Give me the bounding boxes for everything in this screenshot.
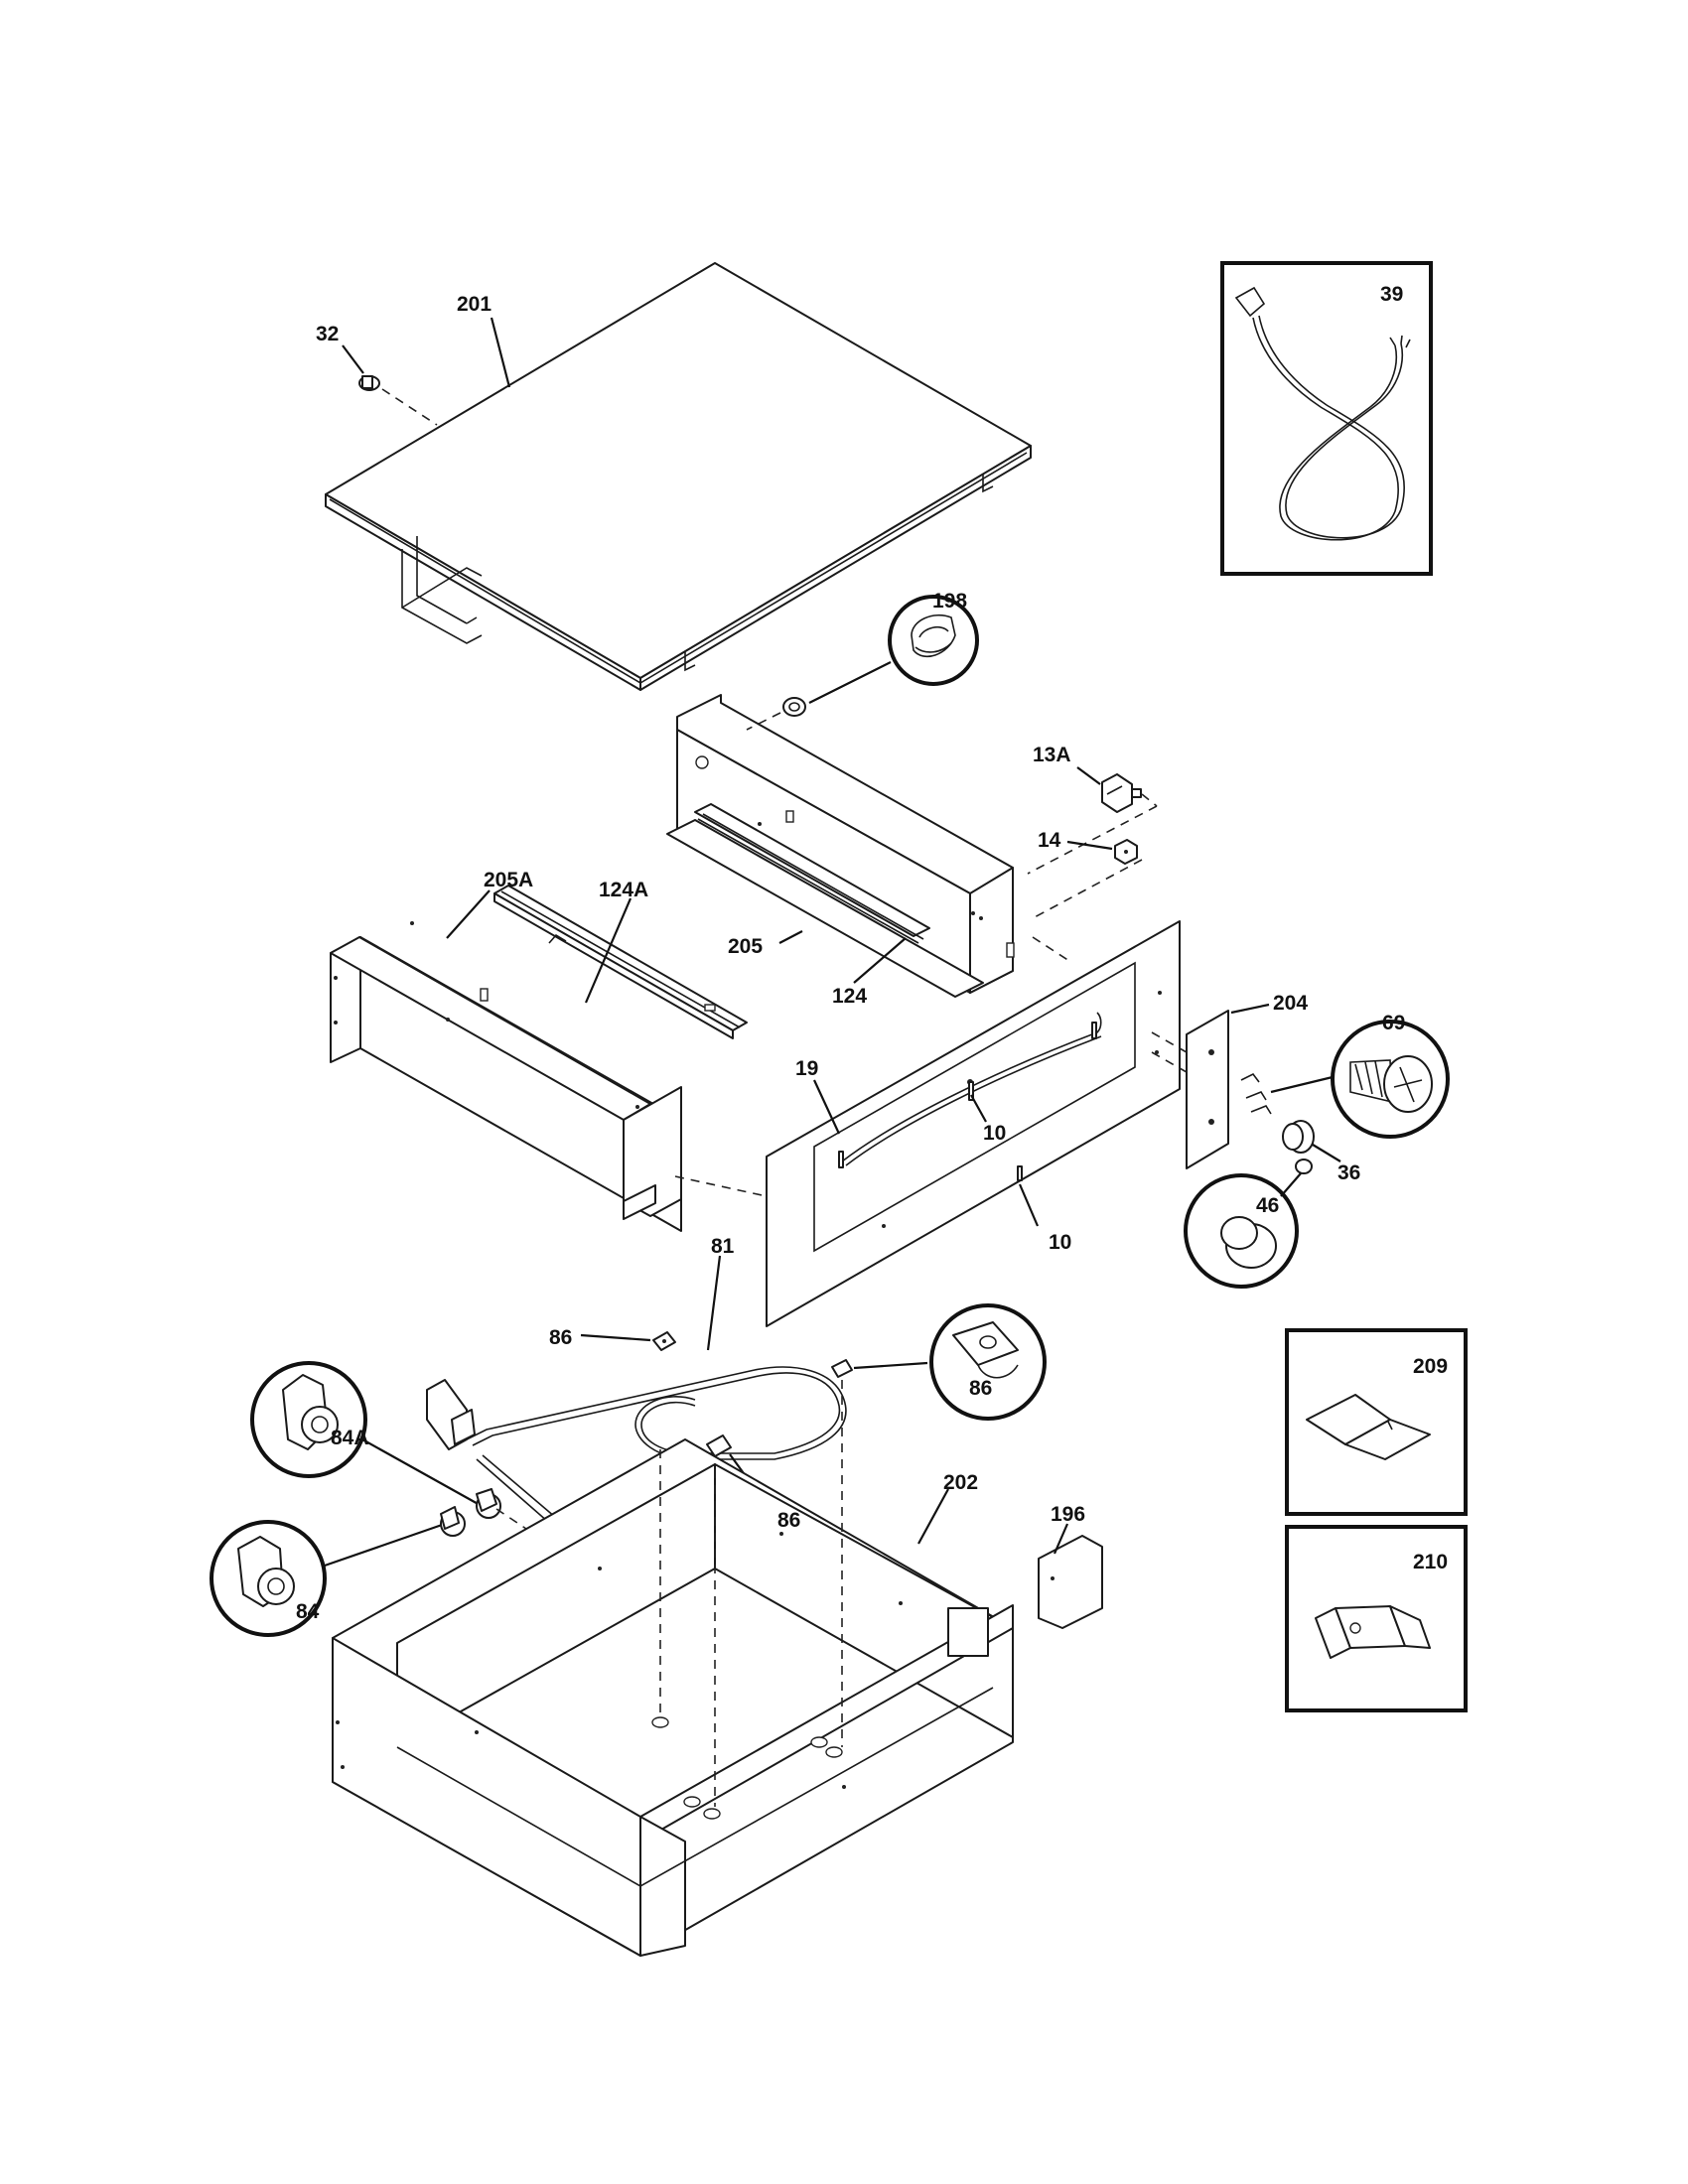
leader-36 [1312,1144,1341,1162]
callout-209: 209 [1413,1355,1448,1378]
leader-81 [706,1255,722,1351]
leader-205 [778,930,803,944]
callout-210: 210 [1413,1551,1448,1573]
callout-202: 202 [943,1471,978,1494]
callout-13A: 13A [1033,744,1071,766]
screw-69-detail [1331,1020,1450,1139]
leader-32 [342,344,364,374]
leader-205A [446,889,491,939]
callout-32: 32 [316,323,339,345]
callout-10b: 10 [1049,1231,1071,1254]
bracket-210-box [1285,1525,1468,1712]
leader-10a [970,1094,987,1123]
clip-86-b [831,1359,853,1378]
clip-86-a [652,1331,676,1351]
leader-46 [1280,1172,1302,1197]
callout-39: 39 [1380,283,1403,306]
leader-202 [917,1488,949,1545]
callout-201: 201 [457,293,492,316]
leader-86b [853,1361,928,1370]
callout-204: 204 [1273,992,1308,1015]
leader-204 [1230,1003,1270,1015]
leader-19 [813,1079,840,1135]
panel-dash-1 [674,1175,768,1197]
leader-84A [361,1438,483,1507]
leader-14 [1066,840,1113,851]
rail-124A [493,885,748,1039]
callout-14: 14 [1038,829,1061,852]
bracket-204 [1151,1010,1229,1169]
callout-86b: 86 [969,1377,992,1400]
leader-69 [1270,1075,1334,1094]
side-panel-205A [330,921,682,1232]
panel-dash-2 [1032,936,1073,964]
thermostat-84-detail [210,1520,327,1637]
control-panel-19 [766,920,1181,1327]
switch-14 [1114,839,1138,865]
bracket-209-box [1285,1328,1468,1516]
thermostat-84 [440,1506,466,1537]
callout-196: 196 [1051,1503,1085,1526]
leader-124 [853,937,907,984]
leader-14-dash [1032,859,1143,919]
callout-124: 124 [832,985,867,1008]
screws-69-small [1240,1072,1272,1115]
knob-36 [1282,1120,1315,1154]
callout-10a: 10 [983,1122,1006,1145]
leader-198 [808,661,892,704]
callout-86c: 86 [777,1509,800,1532]
leader-13A-dash2 [1027,805,1158,875]
control-box-205 [666,694,1015,998]
callout-69: 69 [1382,1012,1405,1034]
leader-13A-dash [1141,793,1158,807]
switch-13A [1101,773,1142,813]
callout-205: 205 [728,935,763,958]
grommet-198 [782,697,806,717]
clip-86-detail [929,1303,1047,1421]
screw-32 [358,375,380,391]
button-46 [1295,1159,1313,1174]
base-box-202 [332,1438,1014,1957]
power-cord-box-39 [1220,261,1433,576]
callout-86a: 86 [549,1326,572,1349]
leader-196 [1053,1523,1069,1555]
leader-124A [584,897,633,1004]
thermostat-84A-detail [250,1361,367,1478]
callout-205A: 205A [484,869,533,891]
leader-10b [1018,1183,1040,1227]
leader-198-dash [746,712,781,731]
leader-86a [580,1333,651,1342]
callout-84: 84 [296,1600,320,1623]
leader-84 [324,1522,446,1568]
callout-124A: 124A [599,879,648,901]
heating-element-81 [426,1366,847,1541]
callout-46: 46 [1256,1194,1279,1217]
thermostat-84A [476,1488,501,1519]
callout-84A: 84A [331,1427,369,1449]
callout-198: 198 [932,590,967,613]
callout-81: 81 [711,1235,735,1258]
clip-86-c [706,1434,732,1457]
top-panel-201 [325,262,1032,691]
grommet-198-detail [888,595,979,686]
leader-13A [1076,766,1101,785]
callout-19: 19 [795,1057,818,1080]
bracket-196 [1038,1535,1103,1629]
button-46-detail [1184,1173,1299,1289]
callout-36: 36 [1337,1161,1360,1184]
leader-32-dash [381,388,438,426]
leader-201 [490,317,511,388]
